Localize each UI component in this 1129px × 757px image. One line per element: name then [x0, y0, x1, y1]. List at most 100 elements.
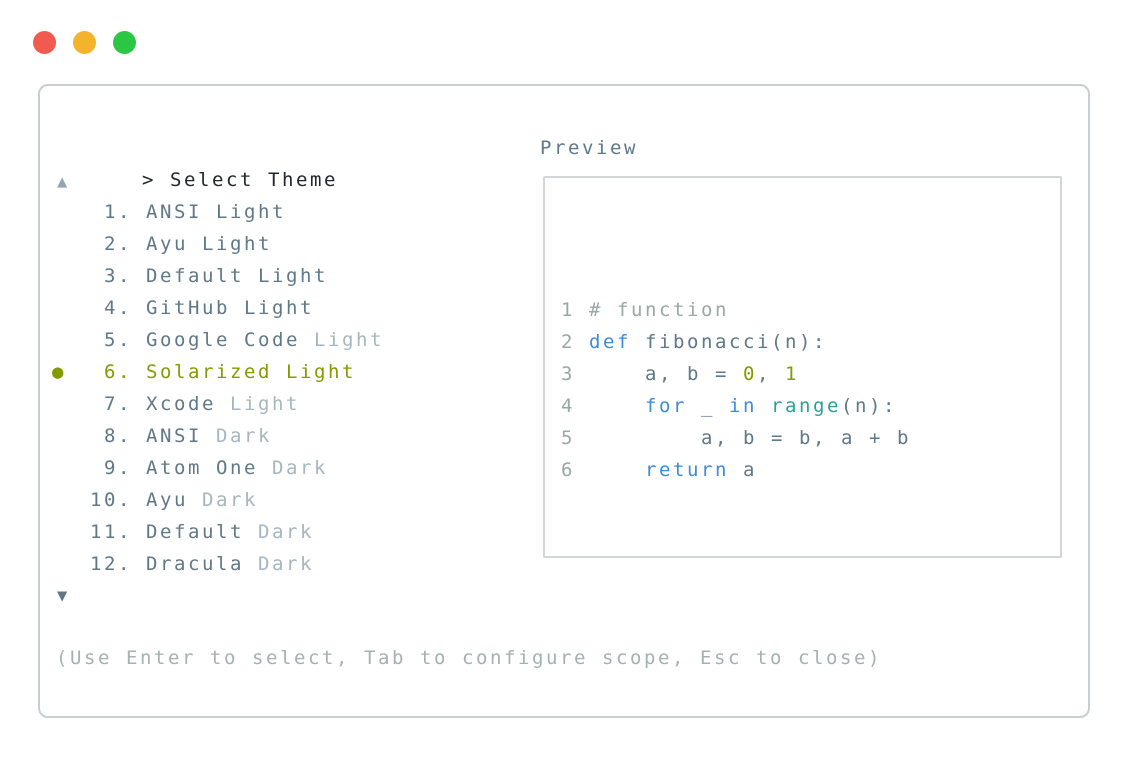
theme-picker-panel: > Select Theme ▲ 1. ANSI Light 2. Ayu Light… [38, 84, 1090, 718]
theme-label-part: Light [314, 329, 384, 351]
theme-label-part: Google Code [146, 329, 314, 351]
theme-number: 11. [90, 521, 132, 543]
picker-title: Select Theme [170, 169, 338, 191]
code-line: 3 a, b = 0, 1 [561, 358, 1060, 390]
theme-label-part: Dark [216, 425, 272, 447]
theme-list: 1. ANSI Light 2. Ayu Light 3. Default Light 4.… [40, 196, 540, 580]
code-token: for [645, 395, 687, 417]
theme-item-11[interactable]: 11. Default Dark [40, 516, 540, 548]
theme-label: ANSI Light [146, 201, 286, 223]
code-token: , [757, 363, 785, 385]
code-token: # function [589, 299, 729, 321]
code-line: 2 def fibonacci(n): [561, 326, 1060, 358]
theme-label: Default Light [146, 265, 328, 287]
selected-bullet: ● [52, 361, 66, 383]
code-token: range [771, 395, 841, 417]
theme-number: 2. [104, 233, 132, 255]
theme-label-part: Dracula [146, 553, 258, 575]
line-number: 2 [561, 331, 589, 353]
theme-item-4[interactable]: 4. GitHub Light [40, 292, 540, 324]
theme-label-part: Dark [258, 521, 314, 543]
code-token: 1 [785, 363, 799, 385]
theme-number: 8. [104, 425, 132, 447]
preview-label: Preview [540, 137, 638, 159]
line-number: 6 [561, 459, 589, 481]
line-number: 5 [561, 427, 589, 449]
theme-label-part: Ayu Light [146, 233, 272, 255]
line-number: 4 [561, 395, 589, 417]
theme-label-part: Dark [272, 457, 328, 479]
theme-item-5[interactable]: 5. Google Code Light [40, 324, 540, 356]
line-number: 3 [561, 363, 589, 385]
theme-number: 3. [104, 265, 132, 287]
code-token [757, 395, 771, 417]
theme-number: 10. [90, 489, 132, 511]
window-controls [33, 31, 136, 54]
code-token [589, 395, 645, 417]
theme-label-part: ANSI [146, 425, 216, 447]
theme-label-part: GitHub Light [146, 297, 314, 319]
theme-item-8[interactable]: 8. ANSI Dark [40, 420, 540, 452]
theme-label-part: Xcode [146, 393, 230, 415]
theme-item-7[interactable]: 7. Xcode Light [40, 388, 540, 420]
theme-label-part: Ayu [146, 489, 202, 511]
close-button[interactable] [33, 31, 56, 54]
theme-label: ANSI Dark [146, 425, 272, 447]
theme-label-part: Dark [258, 553, 314, 575]
picker-header: > Select Theme [58, 132, 338, 228]
code-token: _ [687, 395, 729, 417]
theme-item-10[interactable]: 10. Ayu Dark [40, 484, 540, 516]
theme-item-1[interactable]: 1. ANSI Light [40, 196, 540, 228]
theme-number: 9. [104, 457, 132, 479]
code-line: 1 # function [561, 294, 1060, 326]
theme-number: 4. [104, 297, 132, 319]
theme-label: Ayu Dark [146, 489, 258, 511]
theme-label-part: Atom One [146, 457, 272, 479]
theme-label-part: Default [146, 521, 258, 543]
theme-number: 7. [104, 393, 132, 415]
theme-item-3[interactable]: 3. Default Light [40, 260, 540, 292]
code-token [589, 459, 645, 481]
code-token: a, b = b, a + b [589, 427, 911, 449]
theme-number: 6. [104, 361, 132, 383]
theme-label: Ayu Light [146, 233, 272, 255]
theme-number: 12. [90, 553, 132, 575]
code-token: a, b = [589, 363, 743, 385]
theme-label: Default Dark [146, 521, 314, 543]
theme-label-part: ANSI Light [146, 201, 286, 223]
theme-label-part: Light [230, 393, 300, 415]
theme-label: GitHub Light [146, 297, 314, 319]
code-line: 4 for _ in range(n): [561, 390, 1060, 422]
code-token: fibonacci(n): [631, 331, 827, 353]
theme-number: 1. [104, 201, 132, 223]
minimize-button[interactable] [73, 31, 96, 54]
scroll-down-indicator[interactable]: ▼ [57, 586, 70, 606]
line-number: 1 [561, 299, 589, 321]
theme-label: Google Code Light [146, 329, 384, 351]
theme-label-part: Dark [202, 489, 258, 511]
code-line: 5 a, b = b, a + b [561, 422, 1060, 454]
code-line: 6 return a [561, 454, 1060, 486]
code-token: a [729, 459, 757, 481]
theme-label: Xcode Light [146, 393, 300, 415]
theme-item-2[interactable]: 2. Ayu Light [40, 228, 540, 260]
theme-number: 5. [104, 329, 132, 351]
code-token: (n): [841, 395, 897, 417]
theme-label: Atom One Dark [146, 457, 328, 479]
theme-label-part: Solarized Light [146, 361, 356, 383]
footer-hint: (Use Enter to select, Tab to configure s… [56, 647, 882, 669]
theme-item-9[interactable]: 9. Atom One Dark [40, 452, 540, 484]
theme-item-6[interactable]: ● 6. Solarized Light [40, 356, 540, 388]
zoom-button[interactable] [113, 31, 136, 54]
theme-label: Solarized Light [146, 361, 356, 383]
code-token: return [645, 459, 729, 481]
theme-item-12[interactable]: 12. Dracula Dark [40, 548, 540, 580]
scroll-up-indicator[interactable]: ▲ [57, 172, 70, 192]
code-token: 0 [743, 363, 757, 385]
prompt-glyph: > [142, 169, 170, 191]
theme-label: Dracula Dark [146, 553, 314, 575]
theme-label-part: Default Light [146, 265, 328, 287]
